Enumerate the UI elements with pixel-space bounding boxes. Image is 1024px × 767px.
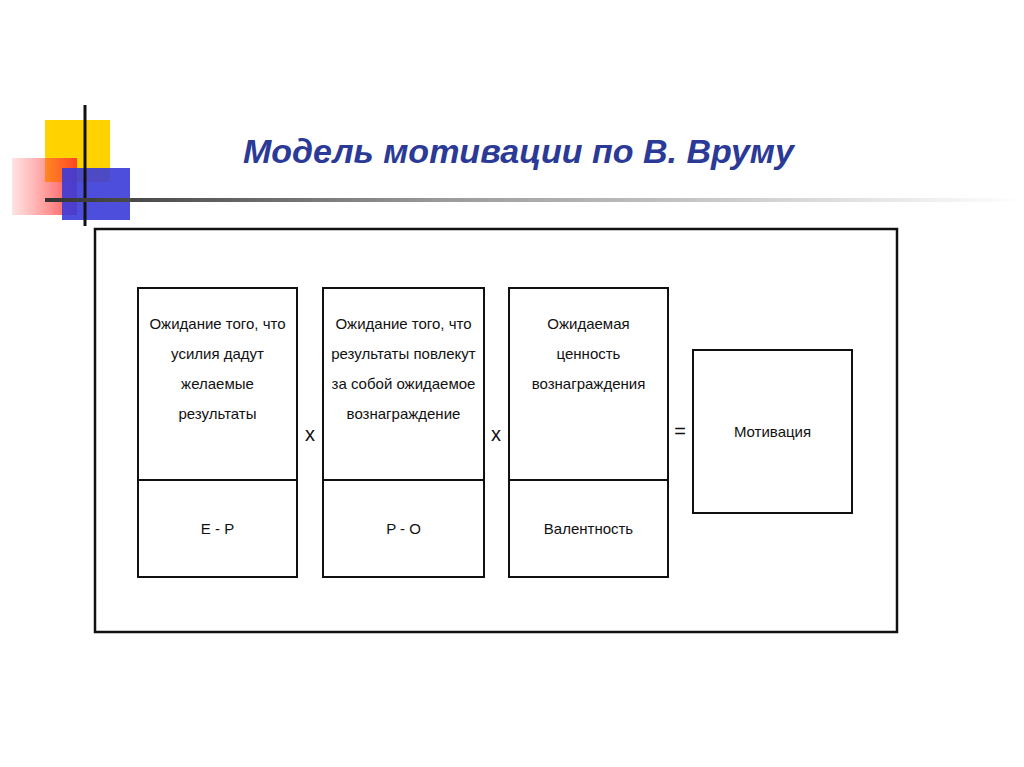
operator-sign: x xyxy=(491,423,501,446)
factor-description: Ожидание того, что усилия дадут желаемые… xyxy=(139,289,296,437)
factor-box: Ожидание того, что результаты повлекут з… xyxy=(322,287,485,578)
result-box: Мотивация xyxy=(692,349,853,514)
factor-description: Ожидаемая ценность вознаграждения xyxy=(510,289,667,407)
deco-vertical-line xyxy=(84,105,87,226)
blue-square xyxy=(62,168,130,220)
factor-symbol: E - P xyxy=(139,479,296,576)
deco-horizontal-line xyxy=(45,198,1024,202)
factor-box: Ожидание того, что усилия дадут желаемые… xyxy=(137,287,298,578)
result-label: Мотивация xyxy=(694,351,851,512)
factor-box: Ожидаемая ценность вознагражденияВалентн… xyxy=(508,287,669,578)
factor-description: Ожидание того, что результаты повлекут з… xyxy=(324,289,483,437)
factor-symbol: Валентность xyxy=(510,479,667,576)
operator-sign: x xyxy=(305,423,315,446)
outer-frame xyxy=(95,229,897,632)
operator-sign: = xyxy=(674,420,686,443)
factor-symbol: P - O xyxy=(324,479,483,576)
slide-title: Модель мотивации по В. Вруму xyxy=(243,132,794,171)
